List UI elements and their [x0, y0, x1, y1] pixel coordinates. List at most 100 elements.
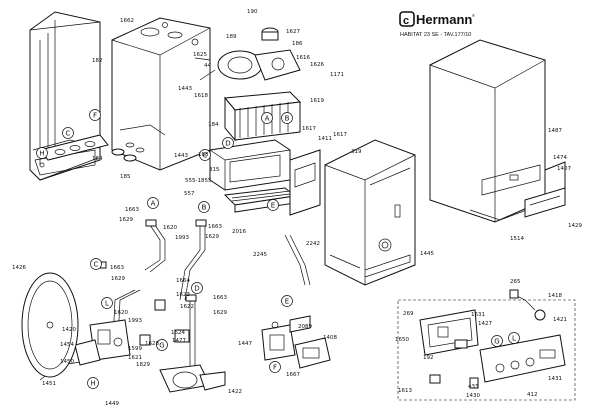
heat-exchanger: [224, 91, 302, 142]
part-label-182: 182: [92, 58, 103, 64]
part-label-184: 184: [92, 156, 103, 162]
part-label-1445: 1445: [420, 251, 434, 257]
part-label-1408: 1408: [323, 335, 337, 341]
part-label-1663: 1663: [208, 224, 222, 230]
part-label-1474: 1474: [553, 155, 567, 161]
part-label-44: 44: [204, 63, 211, 69]
callout-h: H: [36, 147, 48, 159]
callout-e: E: [267, 199, 279, 211]
svg-text:E: E: [271, 202, 275, 210]
part-label-1429: 1429: [568, 223, 582, 229]
control-fascia: [479, 334, 566, 383]
svg-text:C: C: [66, 130, 71, 138]
hydraulic-group: [74, 319, 131, 366]
part-label-1624: 1624: [171, 330, 185, 336]
chassis-frame: [111, 17, 211, 171]
part-label-1629: 1629: [213, 310, 227, 316]
part-label-1650: 1650: [395, 337, 409, 343]
part-label-1631: 1631: [471, 312, 485, 318]
combustion-chamber: [209, 139, 291, 191]
part-label-1627: 1627: [286, 29, 300, 35]
back-frame: [29, 11, 101, 181]
part-label-1622: 1622: [180, 304, 194, 310]
callout-c: C: [199, 149, 211, 161]
part-label-1667: 1667: [286, 372, 300, 378]
svg-text:C: C: [94, 261, 99, 269]
part-label-190: 190: [247, 9, 258, 15]
part-label-1171: 1171: [330, 72, 344, 78]
part-label-2245: 2245: [253, 252, 267, 258]
svg-text:L: L: [512, 335, 516, 343]
part-label-1619: 1619: [310, 98, 324, 104]
part-label-1407: 1407: [557, 166, 571, 172]
part-label-1430: 1430: [466, 393, 480, 399]
part-label-188: 188: [198, 152, 209, 158]
svg-text:H: H: [39, 150, 44, 158]
control-board: [419, 309, 479, 356]
svg-text:G: G: [494, 338, 499, 346]
part-label-1993: 1993: [175, 235, 189, 241]
callout-b2: B: [198, 201, 210, 213]
part-label-1447: 1447: [238, 341, 252, 347]
svg-text:C: C: [203, 152, 208, 160]
part-label-1443: 1443: [174, 153, 188, 159]
side-panel: [289, 149, 321, 216]
fan-assembly: [194, 27, 301, 81]
part-label-1613: 1613: [398, 388, 412, 394]
part-label-1829: 1829: [136, 362, 150, 368]
part-label-1426: 1426: [12, 265, 26, 271]
part-label-1626: 1626: [310, 62, 324, 68]
svg-text:D: D: [225, 140, 230, 148]
part-label-1663: 1663: [125, 207, 139, 213]
part-label-1629: 1629: [111, 276, 125, 282]
part-label-557: 557: [184, 191, 195, 197]
part-label-1422: 1422: [228, 389, 242, 395]
part-label-186: 186: [292, 41, 303, 47]
part-label-185: 185: [120, 174, 131, 180]
part-label-1629: 1629: [119, 217, 133, 223]
callout-d2: D: [191, 282, 203, 294]
control-panel-cover: [524, 161, 566, 218]
part-label-1621: 1621: [128, 355, 142, 361]
part-label-2089: 2089: [298, 324, 312, 330]
part-label-1443: 1443: [178, 86, 192, 92]
part-label-1421: 1421: [553, 317, 567, 323]
part-label-192: 192: [423, 355, 434, 361]
part-label-1617: 1617: [333, 132, 347, 138]
part-label-1599: 1599: [128, 346, 142, 352]
part-label-1514: 1514: [510, 236, 524, 242]
expansion-vessel: [21, 272, 79, 378]
part-label-1629: 1629: [205, 234, 219, 240]
part-label-184: 184: [208, 122, 219, 128]
part-label-265: 265: [510, 279, 521, 285]
callout-letters: A B C D E F C H A B C D L G H E F G L: [36, 109, 520, 389]
part-label-1620: 1620: [114, 310, 128, 316]
part-label-1664: 1664: [176, 278, 190, 284]
part-label-1420: 1420: [62, 327, 76, 333]
model-caption: HABITAT 23 SE - TAV.177/10: [400, 32, 471, 38]
part-label-412: 412: [527, 392, 538, 398]
part-label-1623: 1623: [176, 292, 190, 298]
callout-b: B: [281, 112, 293, 124]
svg-text:H: H: [90, 380, 95, 388]
part-label-2242: 2242: [306, 241, 320, 247]
part-label-1620: 1620: [163, 225, 177, 231]
burner: [223, 187, 297, 213]
callout-f2: F: [269, 361, 281, 373]
part-label-1993: 1993: [128, 318, 142, 324]
part-label-1487: 1487: [548, 128, 562, 134]
part-label-1663: 1663: [213, 295, 227, 301]
part-label-1663: 1663: [110, 265, 124, 271]
svg-text:B: B: [202, 204, 207, 212]
svg-text:c: c: [403, 15, 409, 27]
part-label-1477: 1477: [172, 338, 186, 344]
brand-name: Hermann: [416, 12, 472, 27]
part-label-1431: 1431: [548, 376, 562, 382]
svg-text:F: F: [93, 112, 97, 120]
part-label-1454: 1454: [60, 342, 74, 348]
sensor-probe: [509, 289, 546, 321]
circulation-pump: [159, 364, 226, 393]
svg-text:®: ®: [472, 13, 475, 18]
